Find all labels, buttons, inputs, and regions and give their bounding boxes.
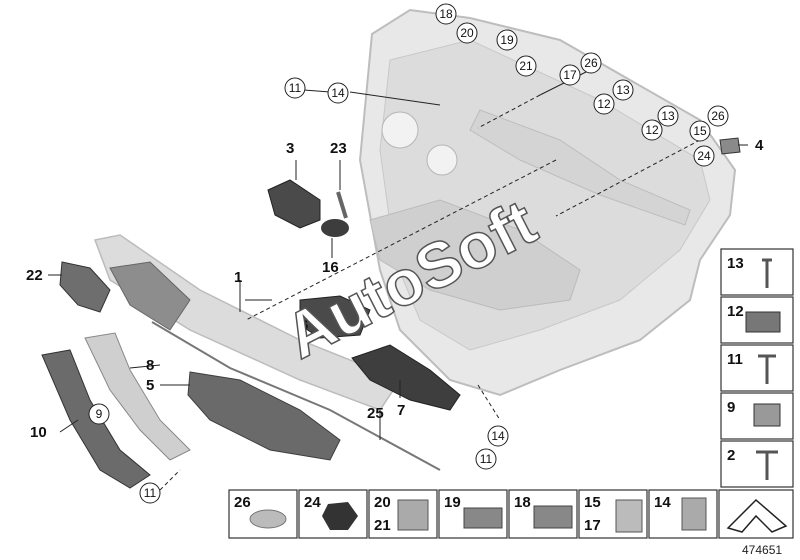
callout-19: 19	[500, 33, 514, 47]
bracket-icon	[397, 499, 429, 531]
callout-21: 21	[519, 59, 533, 73]
legend-21: 21	[374, 517, 391, 534]
legend-13: 13	[727, 255, 744, 272]
callout-18: 18	[439, 7, 453, 21]
handle-6	[299, 295, 371, 339]
legend-26: 26	[234, 494, 251, 511]
part-5: 5	[146, 377, 154, 394]
callout-12: 12	[597, 97, 611, 111]
direction-arrow-icon	[726, 498, 788, 533]
callout-24: 24	[697, 149, 711, 163]
legend-bottom: 26 24 20 21 19 18 15 17 14	[228, 489, 794, 539]
part-22: 22	[26, 267, 43, 284]
callout-13: 13	[616, 83, 630, 97]
clip-icon	[753, 403, 781, 427]
legend-18: 18	[514, 494, 531, 511]
bracket-icon	[533, 505, 573, 529]
diagram-id: 474651	[742, 543, 782, 557]
speaker-16	[321, 219, 349, 237]
pocket-7	[351, 344, 461, 411]
callout-12: 12	[645, 123, 659, 137]
part-23: 23	[330, 140, 347, 157]
callout-14: 14	[331, 86, 345, 100]
clip-icon	[681, 497, 707, 531]
callout-11: 11	[289, 81, 302, 95]
callout-11: 11	[144, 486, 157, 500]
callout-26: 26	[711, 109, 725, 123]
callout-9: 9	[96, 407, 103, 421]
legend-20: 20	[374, 494, 391, 511]
legend-11: 11	[727, 351, 743, 368]
screw-icon	[762, 258, 772, 288]
part-25: 25	[367, 405, 384, 422]
cover-22	[59, 261, 111, 313]
legend-9: 9	[727, 399, 735, 416]
door-panel	[358, 8, 737, 397]
legend-14: 14	[654, 494, 671, 511]
part-7: 7	[397, 402, 405, 419]
clip-icon	[615, 499, 643, 533]
circled-callouts: 18 20 19 21 17 26 11 14 12 13 12 13 26 1…	[88, 3, 729, 504]
legend-17: 17	[584, 517, 601, 534]
part-4: 4	[755, 137, 764, 154]
callout-13: 13	[661, 109, 675, 123]
part-3: 3	[286, 140, 294, 157]
callout-14: 14	[491, 429, 505, 443]
callout-17: 17	[563, 68, 577, 82]
screw-icon	[756, 450, 778, 480]
callout-15: 15	[693, 124, 707, 138]
leader-lines	[48, 69, 748, 491]
legend-15: 15	[584, 494, 601, 511]
bracket-4	[719, 137, 741, 155]
part-numbers: 1 3 4 5 6 7 8 10 16 22 23 25	[26, 137, 764, 441]
screw-icon	[758, 354, 776, 384]
bracket-icon	[463, 507, 503, 529]
clip-icon	[745, 311, 781, 333]
legend-19: 19	[444, 494, 461, 511]
grip-8	[84, 332, 191, 461]
callout-26: 26	[584, 56, 598, 70]
part-1: 1	[234, 269, 242, 286]
pad-icon	[322, 502, 358, 530]
legend-12: 12	[727, 303, 744, 320]
legend-2: 2	[727, 447, 735, 464]
clip-23	[336, 191, 348, 219]
callout-20: 20	[460, 26, 474, 40]
callout-11: 11	[480, 452, 493, 466]
legend-right: 13 12 11 9 2	[720, 248, 794, 488]
part-10: 10	[30, 424, 47, 441]
handle-recess	[109, 261, 191, 331]
part-16: 16	[322, 259, 339, 276]
trim-strip-25	[151, 321, 441, 471]
pocket-5	[187, 371, 341, 461]
part-6: 6	[300, 317, 308, 334]
washer-icon	[249, 509, 287, 529]
part-8: 8	[146, 357, 154, 374]
speaker-cover-3	[267, 179, 321, 229]
legend-24: 24	[304, 494, 321, 511]
